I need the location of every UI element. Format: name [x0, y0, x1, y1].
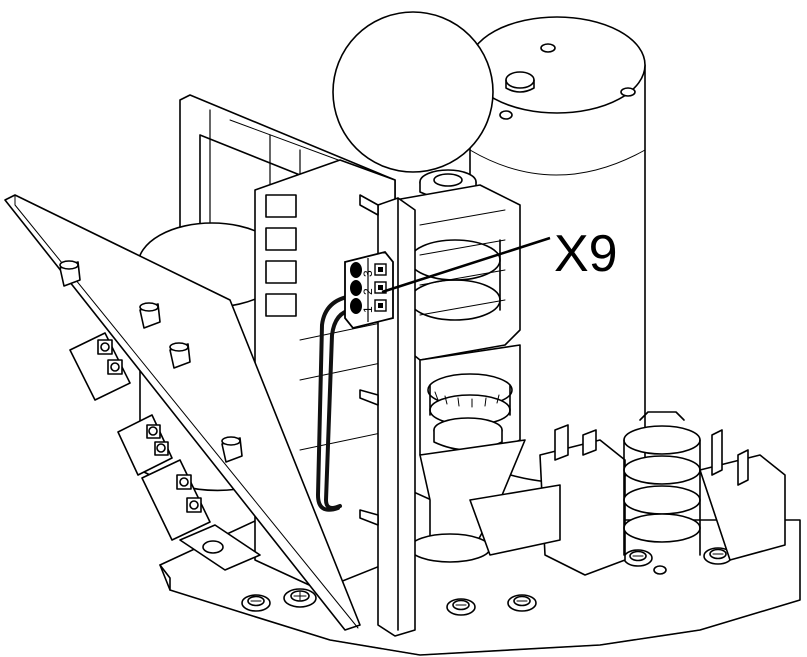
terminal-number-1: 1 — [361, 306, 375, 313]
base-screw — [446, 598, 476, 616]
base-screw — [241, 594, 271, 612]
pcb-mount-bracket — [179, 524, 261, 571]
terminal-pin-1 — [350, 298, 387, 314]
x9-terminal-block: 1 2 3 — [344, 250, 394, 330]
terminal-pin-3 — [350, 262, 387, 278]
cam-switch-assembly — [539, 411, 786, 576]
pcb-standoff — [59, 260, 81, 287]
pcb-terminal-block — [141, 459, 211, 541]
base-screw — [623, 549, 653, 567]
terminal-number-3: 3 — [361, 270, 375, 277]
terminal-number-2: 2 — [361, 288, 375, 295]
terminal-pin-2 — [350, 280, 387, 296]
callout-label-x9: X9 — [554, 225, 618, 283]
pcb-standoff — [221, 436, 243, 463]
circuit-board — [4, 194, 361, 631]
wire-harness — [315, 294, 354, 512]
base-screw — [653, 565, 667, 575]
pcb-standoff — [169, 342, 191, 369]
base-screw — [703, 547, 733, 565]
pcb-standoff — [139, 302, 161, 329]
base-screw — [507, 594, 537, 612]
rear-bracket — [469, 484, 561, 556]
gear-stack — [419, 344, 521, 456]
base-screw — [283, 588, 317, 608]
pcb-terminal-block — [117, 414, 173, 476]
callout-leader-line — [381, 236, 551, 294]
pcb-terminal-block — [69, 332, 131, 401]
